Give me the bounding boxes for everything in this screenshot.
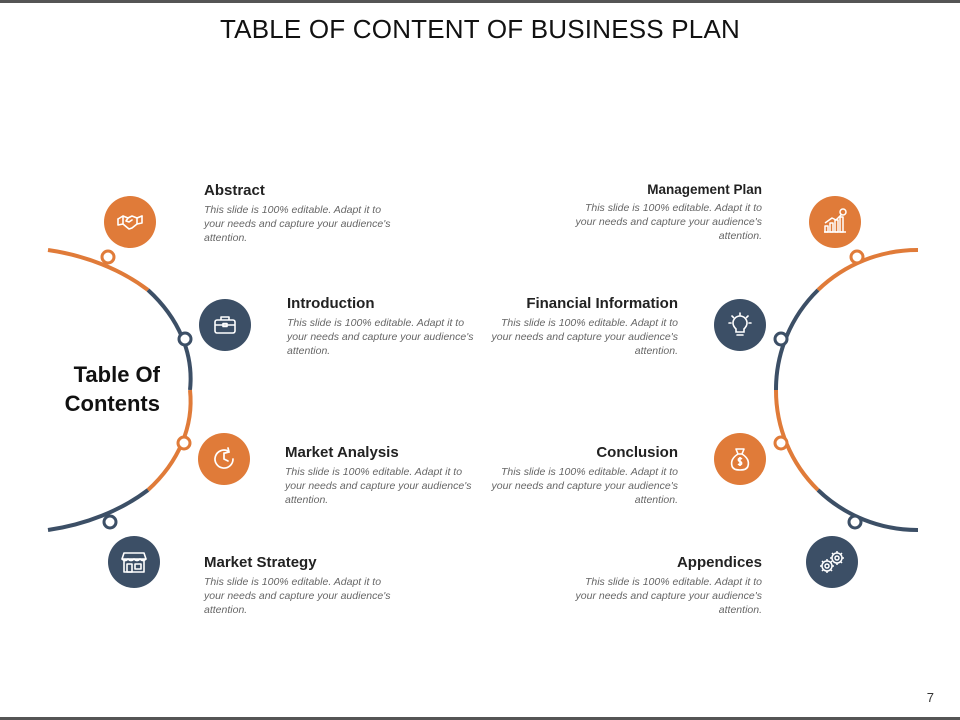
right-dot-2 [773,331,789,347]
item-description: This slide is 100% editable. Adapt it to… [204,204,391,244]
item-heading: Introduction [287,295,375,312]
item-description: This slide is 100% editable. Adapt it to… [491,317,678,357]
money-bag-icon [714,433,766,485]
bar-chart-dollar-icon [809,196,861,248]
item-appendices: Appendices This slide is 100% editable. … [572,554,762,617]
gears-icon [806,536,858,588]
briefcase-icon [199,299,251,351]
left-dot-3 [176,435,192,451]
left-dot-2 [177,331,193,347]
item-heading: Market Analysis [285,444,399,461]
left-arc-segment-1 [47,248,150,292]
item-introduction: Introduction This slide is 100% editable… [287,295,477,358]
item-heading: Management Plan [647,182,762,197]
item-heading: Market Strategy [204,554,317,571]
item-heading: Abstract [204,182,265,199]
item-description: This slide is 100% editable. Adapt it to… [575,202,762,242]
right-dot-4 [847,514,863,530]
item-financial-information: Financial Information This slide is 100%… [488,295,678,358]
storefront-icon [108,536,160,588]
item-market-strategy: Market Strategy This slide is 100% edita… [204,554,394,617]
lightbulb-icon [714,299,766,351]
item-description: This slide is 100% editable. Adapt it to… [575,576,762,616]
item-description: This slide is 100% editable. Adapt it to… [285,466,472,506]
bottom-border [0,717,960,720]
item-description: This slide is 100% editable. Adapt it to… [491,466,678,506]
left-arc-segment-4 [47,488,150,532]
right-arc-segment-1 [816,247,919,292]
item-heading: Financial Information [526,295,678,312]
item-heading: Appendices [676,554,762,571]
item-conclusion: Conclusion This slide is 100% editable. … [488,444,678,507]
right-dot-1 [849,249,865,265]
item-heading: Conclusion [596,444,678,461]
left-dot-4 [102,514,118,530]
item-market-analysis: Market Analysis This slide is 100% edita… [285,444,475,507]
item-management-plan: Management Plan This slide is 100% edita… [572,182,762,243]
right-arc-segment-4 [816,488,919,533]
slide-title: TABLE OF CONTENT OF BUSINESS PLAN [220,14,740,44]
item-description: This slide is 100% editable. Adapt it to… [287,317,474,357]
item-description: This slide is 100% editable. Adapt it to… [204,576,391,616]
item-abstract: Abstract This slide is 100% editable. Ad… [204,182,394,245]
clock-refresh-icon [198,433,250,485]
left-dot-1 [100,249,116,265]
top-border [0,0,960,3]
right-dot-3 [773,435,789,451]
handshake-icon [104,196,156,248]
page-number: 7 [926,690,934,705]
